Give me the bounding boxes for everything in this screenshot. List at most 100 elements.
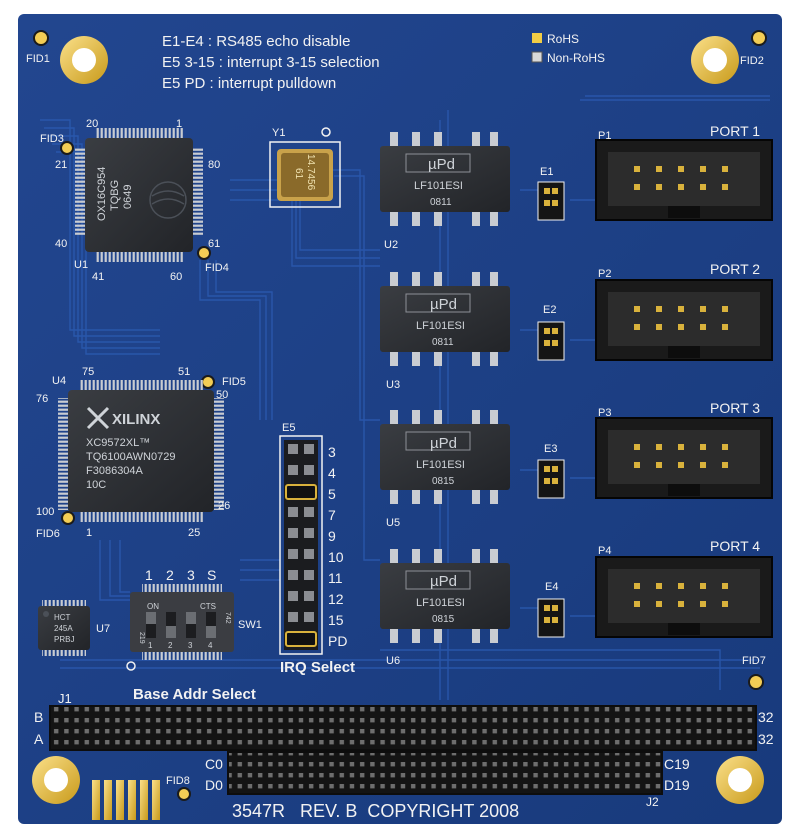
u4-marking-4: 10C [86, 479, 106, 491]
port-2-ref: P2 [598, 268, 611, 280]
ic-pin [412, 410, 420, 424]
ic-pin [490, 629, 498, 643]
u4-pin-25: 25 [188, 527, 200, 539]
ic-pin [490, 352, 498, 366]
port-4-ref: P4 [598, 545, 611, 557]
e5-pin [288, 444, 298, 454]
box-header-pin [722, 184, 728, 190]
port-4-ic-part: LF101ESI [416, 597, 465, 609]
ic-pin [434, 212, 442, 226]
u1-pin-41: 41 [92, 271, 104, 283]
u1-marking-1: OX16C954 [96, 167, 108, 221]
jumper-pin [544, 340, 550, 346]
ic-pin [412, 212, 420, 226]
port-1-ic-brand: µPd [428, 156, 455, 173]
ic-body [380, 146, 510, 212]
u4-pin-26: 26 [218, 500, 230, 512]
port-3-jumper-ref: E3 [544, 443, 557, 455]
jumper-pin [552, 478, 558, 484]
ic-pin [390, 629, 398, 643]
gold-edge-fingers [92, 780, 160, 820]
box-header-pin [678, 184, 684, 190]
sw1-bottom-1: 1 [148, 641, 153, 650]
j2-header [227, 751, 663, 795]
label-fid5: FID5 [222, 376, 246, 388]
u7-chip: HCT 245A PRBJ [38, 600, 90, 656]
j2-ref: J2 [646, 795, 659, 809]
sw1-toggle-2-lever [166, 626, 176, 638]
sw1-top-2: 2 [166, 567, 174, 583]
sw1-bottom-4: 4 [208, 641, 213, 650]
box-header-pin [700, 184, 706, 190]
board-revision-footer: 3547R REV. B COPYRIGHT 2008 [232, 801, 519, 821]
sw1-toggle-4-lever [206, 626, 216, 638]
u4-xilinx-cpld: XILINX XC9572XL™ TQ6100AWN0729 F3086304A… [58, 380, 224, 522]
ic-pin [472, 410, 480, 424]
mounting-holes [32, 36, 764, 804]
jumper-pin [544, 478, 550, 484]
box-header-pin [678, 601, 684, 607]
non-rohs-swatch [531, 51, 543, 63]
u1-pin-80: 80 [208, 159, 220, 171]
box-header-key [668, 623, 700, 635]
sw1-dip-switch [130, 584, 234, 660]
box-header-pin [656, 462, 662, 468]
box-header-pin [722, 601, 728, 607]
sw1-toggle-3[interactable] [186, 612, 196, 638]
legend-rohs: RoHS [547, 32, 579, 46]
box-header-pin [700, 324, 706, 330]
sw1-toggle-2[interactable] [166, 612, 176, 638]
ic-pin [412, 352, 420, 366]
e5-jumper-shunt [285, 631, 317, 647]
e5-pin [304, 507, 314, 517]
e5-pin [304, 549, 314, 559]
port-4-jumper-ref: E4 [545, 581, 558, 593]
j1-header [49, 705, 757, 751]
u4-ref: U4 [52, 375, 66, 387]
u7-marking-3: PRBJ [54, 635, 74, 644]
ic-pin [472, 490, 480, 504]
u1-pin-61: 61 [208, 238, 220, 250]
e5-pin [304, 444, 314, 454]
box-header-pin [656, 324, 662, 330]
u4-pin-1: 1 [86, 527, 92, 539]
ic-pin [390, 410, 398, 424]
label-fid1: FID1 [26, 53, 50, 65]
note-line-2: E5 3-15 : interrupt 3-15 selection [162, 54, 380, 71]
label-fid2: FID2 [740, 55, 764, 67]
sw1-toggle-4[interactable] [206, 612, 216, 638]
jumper-pin [552, 466, 558, 472]
box-header-pin [722, 583, 728, 589]
u1-pin-21: 21 [55, 159, 67, 171]
rohs-swatch [532, 33, 542, 43]
jumper-pin [552, 617, 558, 623]
ic-pin [472, 272, 480, 286]
y1-marking-2: 61 [293, 168, 304, 180]
ic-pin [390, 132, 398, 146]
box-header-cavity [608, 430, 760, 484]
e5-pin [288, 591, 298, 601]
ic-logo-box [405, 570, 471, 590]
ic-pin [390, 549, 398, 563]
note-line-1: E1-E4 : RS485 echo disable [162, 33, 350, 50]
sw1-toggle-1[interactable] [146, 612, 156, 638]
e5-pin [304, 465, 314, 475]
box-header-pin [700, 306, 706, 312]
e5-pin [288, 612, 298, 622]
u1-pin-1: 1 [176, 118, 182, 130]
ic-pin [412, 132, 420, 146]
label-fid4: FID4 [205, 262, 229, 274]
port-3-ic-brand: µPd [430, 435, 457, 452]
e5-label-5: 5 [328, 486, 336, 502]
e5-pin [288, 549, 298, 559]
ic-pin [490, 490, 498, 504]
jumper-housing [537, 598, 565, 638]
sw1-toggle-3-lever [186, 612, 196, 624]
port-2-label: PORT 2 [710, 261, 760, 277]
e5-pin [288, 507, 298, 517]
u7-marking-1: HCT [54, 613, 71, 622]
u4-pin-50: 50 [216, 389, 228, 401]
box-header-pin [634, 184, 640, 190]
ic-pin [490, 132, 498, 146]
